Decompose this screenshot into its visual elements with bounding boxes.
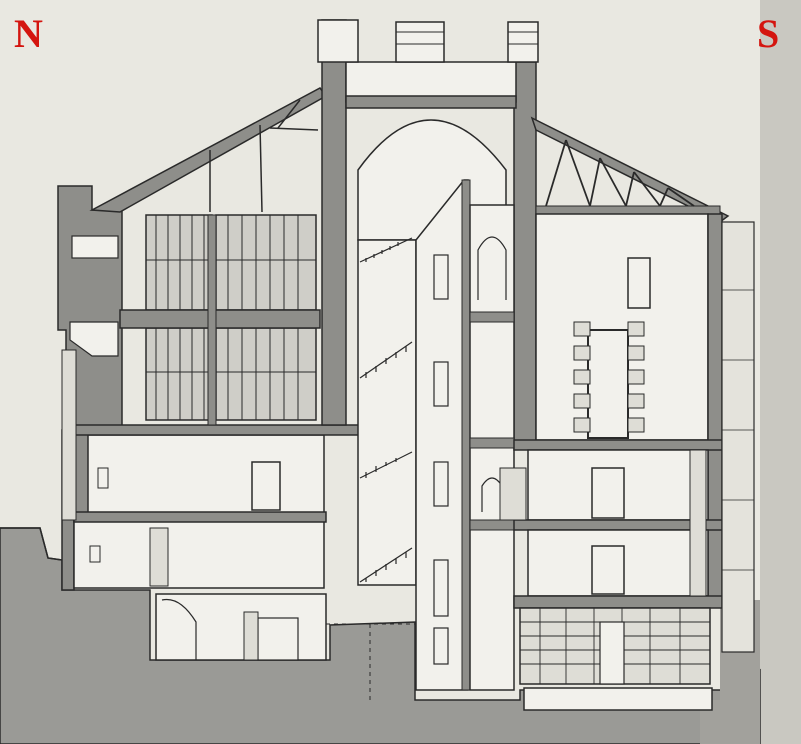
north-wing-floor-slab-3 bbox=[119, 309, 321, 329]
north-lower-window bbox=[89, 545, 101, 563]
ground-line bbox=[0, 527, 63, 561]
foundation-step bbox=[523, 687, 713, 711]
page-edge-shade bbox=[760, 0, 801, 744]
north-wing-floor-slab-2 bbox=[73, 511, 327, 523]
north-wing-partition bbox=[207, 214, 217, 426]
stair-tower-wall bbox=[461, 179, 471, 691]
south-roof-tie-beam bbox=[535, 205, 721, 215]
chimney-middle bbox=[395, 21, 445, 63]
cellar-doorway bbox=[599, 621, 625, 685]
chimney-left bbox=[317, 19, 359, 63]
south-room-2-window bbox=[591, 467, 625, 519]
mid-room-panelling-b bbox=[215, 327, 317, 421]
undercroft-vault bbox=[161, 598, 197, 660]
north-lower-quoins bbox=[149, 527, 169, 587]
central-tower-left-wall bbox=[321, 19, 347, 426]
north-corbel bbox=[69, 321, 119, 357]
chimney-right bbox=[507, 21, 539, 63]
panelling-lines bbox=[146, 215, 316, 420]
north-wing-ground-room bbox=[87, 434, 325, 518]
undercroft-doorway bbox=[257, 617, 299, 661]
north-label: N bbox=[14, 11, 43, 56]
north-quoin-band bbox=[61, 349, 77, 521]
south-wing-floor-slab-3 bbox=[513, 595, 723, 609]
shaft-arch-upper bbox=[477, 236, 507, 300]
north-ground-door bbox=[251, 461, 281, 511]
south-annex-masonry bbox=[722, 289, 754, 571]
chimney-lines bbox=[396, 31, 538, 45]
undercroft-hidden-line bbox=[326, 623, 415, 700]
north-wing-lower-room bbox=[73, 519, 325, 589]
south-annex bbox=[721, 221, 755, 653]
undercroft-chamber bbox=[155, 593, 327, 661]
south-wing-floor-slab-1 bbox=[513, 439, 723, 451]
south-room-3-window bbox=[591, 545, 625, 595]
tower-parapet-slab bbox=[345, 95, 517, 109]
doorway-quoins bbox=[573, 321, 645, 433]
stair-hall bbox=[357, 239, 417, 586]
upper-room-panelling-b bbox=[215, 214, 317, 311]
south-roof-trusses bbox=[545, 139, 695, 207]
north-roof-trusses bbox=[209, 99, 319, 213]
mid-room-panelling-a bbox=[145, 327, 213, 421]
undercroft-quoins bbox=[243, 611, 259, 661]
south-wing-outer-wall bbox=[707, 213, 723, 601]
south-label: S bbox=[757, 11, 780, 56]
stair-tower-windows bbox=[433, 254, 449, 665]
north-wing-floor-slab-1 bbox=[73, 424, 365, 436]
north-ground-window bbox=[97, 467, 109, 489]
south-hall-doorway bbox=[587, 329, 629, 439]
south-quoin-band-left bbox=[499, 467, 527, 521]
staircase-flights bbox=[359, 237, 413, 583]
south-quoin-band-right bbox=[689, 449, 707, 597]
north-upper-window bbox=[71, 235, 119, 259]
south-hall-window bbox=[627, 257, 651, 309]
